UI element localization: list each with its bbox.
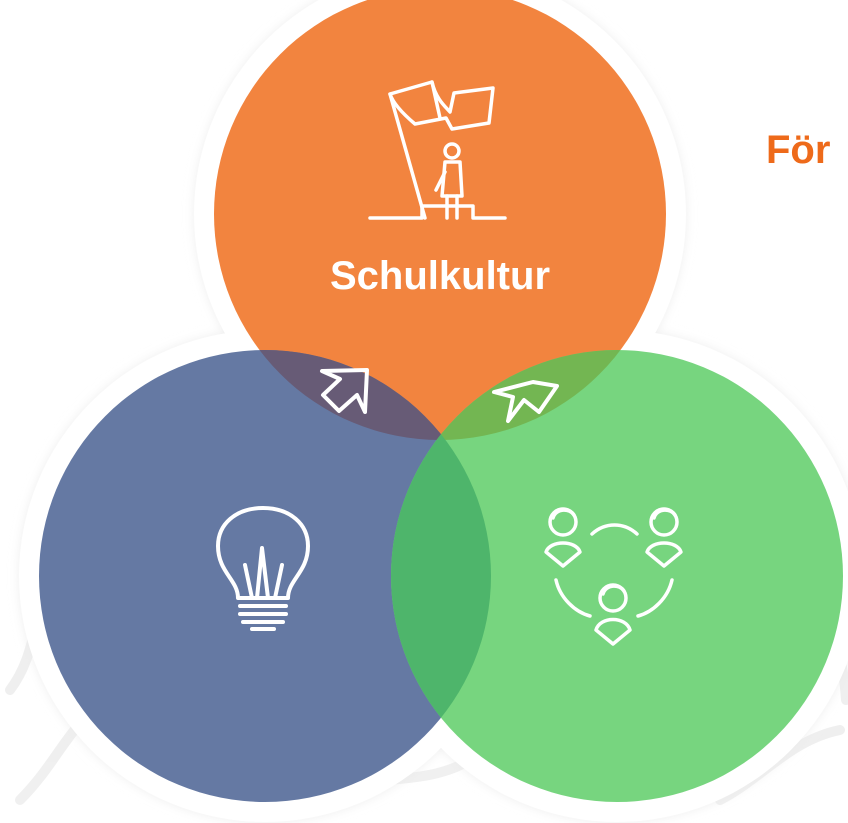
circle-label-schulkultur: Schulkultur <box>330 254 550 298</box>
arrow-up-right-icon <box>320 368 369 414</box>
lightbulb-icon <box>216 506 310 631</box>
heading-partial: För <box>766 128 831 172</box>
flag-person-icon <box>368 80 507 220</box>
people-network-icon <box>544 507 683 646</box>
circle-community <box>391 350 843 802</box>
arrow-up-left-icon <box>492 380 559 423</box>
circle-schulkultur <box>214 0 666 440</box>
